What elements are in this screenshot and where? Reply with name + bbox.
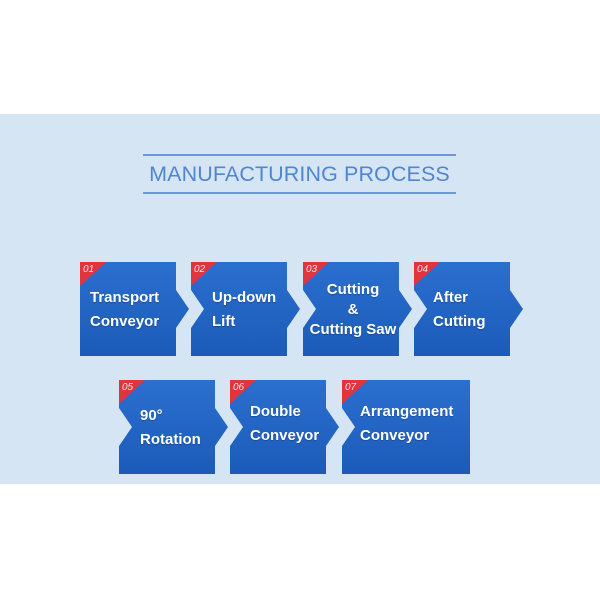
corner-tag [342,380,368,404]
step-label-line: Up-down [212,289,277,306]
step-box [80,262,189,356]
corner-tag [80,262,106,286]
step-shape [119,380,228,474]
step-number: 01 [83,264,95,275]
step-label-line: & [347,301,359,318]
step-number: 03 [306,264,318,275]
step-label: 90° Rotation [140,404,201,452]
process-step: 05 90° Rotation [119,380,228,474]
step-label-line: Cutting Saw [309,321,397,338]
step-label-line: Cutting [326,281,380,298]
step-number: 06 [233,382,245,393]
corner-tag [230,380,256,404]
step-label-line: 90° [140,407,163,424]
step-box [191,262,300,356]
step-box [342,380,470,474]
step-box [303,262,412,356]
step-number: 02 [194,264,206,275]
step-box [230,380,339,474]
step-shape [342,380,470,474]
step-label-line: Arrangement [360,403,454,420]
title-rule-top [143,154,456,156]
step-shape [191,262,300,356]
step-shape [230,380,339,474]
step-label-line: After [433,289,469,306]
corner-tag [119,380,145,404]
step-label-line: Transport [90,289,160,306]
step-label-line: Conveyor [360,427,430,444]
step-label-line: Lift [212,313,236,330]
step-box [119,380,228,474]
step-label-line: Conveyor [250,427,320,444]
step-label-line: Cutting [433,313,486,330]
step-number: 04 [417,264,429,275]
title-rule-bottom [143,192,456,194]
step-shape [414,262,523,356]
corner-tag [191,262,217,286]
step-shape [303,262,412,356]
step-number: 07 [345,382,357,393]
step-label-line: Rotation [140,431,201,448]
step-label-line: Conveyor [90,313,160,330]
step-shape [80,262,189,356]
step-number: 05 [122,382,134,393]
step-box [414,262,523,356]
page-title: MANUFACTURING PROCESS [149,162,450,186]
title-block: MANUFACTURING PROCESS [143,154,456,194]
corner-tag [414,262,440,286]
step-label-line: Double [250,403,301,420]
corner-tag [303,262,329,286]
step-label: Cutting & Cutting Saw [307,280,399,340]
